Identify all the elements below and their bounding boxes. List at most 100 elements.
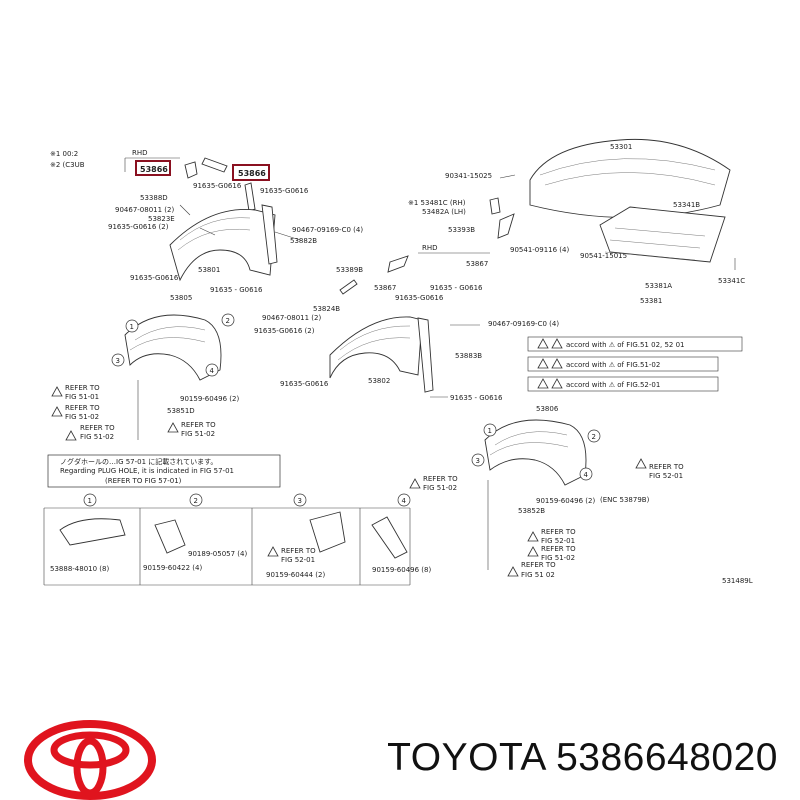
part-53389b: 53389B bbox=[336, 266, 363, 274]
front-fender-lh-shape bbox=[169, 209, 276, 282]
svg-text:2: 2 bbox=[194, 497, 198, 505]
refer-note-7: REFER TO FIG 52-01 bbox=[527, 528, 576, 545]
svg-text:3: 3 bbox=[116, 357, 120, 365]
svg-text:FIG 51 02: FIG 51 02 bbox=[521, 571, 555, 579]
svg-text:(REFER TO FIG 57-01): (REFER TO FIG 57-01) bbox=[105, 477, 182, 485]
svg-text:REFER TO: REFER TO bbox=[80, 424, 115, 432]
svg-text:4: 4 bbox=[210, 367, 215, 375]
fender-liner-strip-shape-2 bbox=[417, 317, 434, 393]
part-rhd-2: RHD bbox=[422, 244, 438, 252]
part-90159-a: 90159-60496 (2) bbox=[180, 395, 239, 403]
part-53882b: 53882B bbox=[290, 237, 317, 245]
callout-2-b: 2 bbox=[587, 429, 601, 443]
part-90541-a: 90541-09116 (4) bbox=[510, 246, 569, 254]
svg-text:FIG 51-02: FIG 51-02 bbox=[65, 413, 99, 421]
svg-text:FIG 52-01: FIG 52-01 bbox=[281, 556, 315, 564]
hood-shape bbox=[529, 138, 731, 218]
refer-note-9: REFER TO FIG 51-02 bbox=[527, 545, 576, 562]
svg-text:REFER TO: REFER TO bbox=[423, 475, 458, 483]
svg-text:REFER TO: REFER TO bbox=[541, 528, 576, 536]
accord-note-1-text: accord with ⚠ of FIG.51 02, 52 01 bbox=[566, 341, 685, 349]
front-fender-rh-shape bbox=[329, 316, 423, 379]
part-90541-b: 90541-15015 bbox=[580, 252, 627, 260]
refer-note-3: REFER TO FIG 51-02 bbox=[65, 424, 115, 441]
hinge-shape bbox=[489, 197, 501, 215]
part-53823e: 53823E bbox=[148, 215, 175, 223]
brand-part-number: TOYOTA 5386648020 bbox=[387, 736, 778, 779]
svg-text:FIG 51-02: FIG 51-02 bbox=[181, 430, 215, 438]
accord-note-2-text: accord with ⚠ of FIG.51-02 bbox=[566, 361, 660, 369]
figure-id: 531489L bbox=[722, 577, 753, 585]
part-53888: 53888-48010 (8) bbox=[50, 565, 109, 573]
svg-text:4: 4 bbox=[584, 471, 589, 479]
part-90159-d: 90159-60444 (2) bbox=[266, 571, 325, 579]
part-53341b: 53341B bbox=[673, 201, 700, 209]
seal-strip-shape bbox=[201, 157, 228, 173]
part-53852b: 53852B bbox=[518, 507, 545, 515]
toyota-logo-icon bbox=[24, 720, 156, 800]
refer-note-6: REFER TO FIG 52-01 bbox=[635, 458, 684, 480]
svg-text:FIG 51-01: FIG 51-01 bbox=[65, 393, 99, 401]
hood-insulator-shape bbox=[599, 206, 726, 263]
fender-liner-strip-shape bbox=[261, 204, 278, 265]
part-90467-c: 90467-08011 (2) bbox=[262, 314, 321, 322]
part-53341c: 53341C bbox=[718, 277, 745, 285]
svg-text:1: 1 bbox=[488, 427, 492, 435]
legend-line1: ※1 00:2 bbox=[50, 150, 78, 158]
svg-text:1: 1 bbox=[88, 497, 92, 505]
bracket-shape bbox=[184, 161, 198, 179]
part-91635-a: 91635-G0616 (2) bbox=[108, 223, 169, 231]
part-53381a: 53381A bbox=[645, 282, 672, 290]
svg-text:FIG 52-01: FIG 52-01 bbox=[541, 537, 575, 545]
part-53801: 53801 bbox=[198, 266, 220, 274]
part-90159-b: 90159-60496 (2) bbox=[536, 497, 595, 505]
part-91635-g-label: 91635-G0616 bbox=[395, 294, 444, 302]
refer-note-8: REFER TO FIG 52-01 bbox=[267, 546, 316, 564]
part-90159-c: 90159-60422 (4) bbox=[143, 564, 202, 572]
part-91635-i: 91635 - G0616 bbox=[450, 394, 503, 402]
refer-note-4: REFER TO FIG 51-02 bbox=[167, 421, 216, 438]
svg-text:Regarding PLUG HOLE, it is ind: Regarding PLUG HOLE, it is indicated in … bbox=[60, 467, 234, 475]
part-91635-d: 91635-G0616 bbox=[130, 274, 179, 282]
svg-text:REFER TO: REFER TO bbox=[181, 421, 216, 429]
part-91635-g: 91635-G0616 (2) bbox=[254, 327, 315, 335]
svg-text:4: 4 bbox=[402, 497, 407, 505]
legend-line2: ※2 (C3UB bbox=[50, 161, 85, 169]
callout-4-b: 4 bbox=[579, 467, 593, 481]
svg-text:3: 3 bbox=[476, 457, 480, 465]
part-53805: 53805 bbox=[170, 294, 192, 302]
part-90341-a: 90341-15025 bbox=[445, 172, 492, 180]
part-91635-b: 91635-G0616 bbox=[193, 182, 242, 190]
callout-4-a: 4 bbox=[205, 363, 219, 377]
part-53866-a: 53866 bbox=[140, 165, 168, 174]
refer-note-10: REFER TO FIG 51 02 bbox=[507, 561, 556, 579]
svg-text:FIG 51-02: FIG 51-02 bbox=[80, 433, 114, 441]
svg-text:REFER TO: REFER TO bbox=[541, 545, 576, 553]
part-53867: 53867 bbox=[466, 260, 488, 268]
highlight-box-53866-b bbox=[232, 164, 270, 181]
part-53824b: 53824B bbox=[313, 305, 340, 313]
accord-note-1: accord with ⚠ of FIG.51 02, 52 01 bbox=[527, 336, 743, 352]
fender-liner-rh-shape bbox=[484, 419, 587, 486]
svg-text:REFER TO: REFER TO bbox=[281, 547, 316, 555]
part-91635-e: 91635 - G0616 bbox=[210, 286, 263, 294]
part-53393b: 53393B bbox=[448, 226, 475, 234]
highlight-box-53866-a bbox=[135, 160, 171, 176]
part-53883b: 53883B bbox=[455, 352, 482, 360]
seal-strip-shape-2 bbox=[387, 255, 409, 273]
refer-note-1: REFER TO FIG 51-01 bbox=[51, 384, 100, 401]
svg-text:REFER TO: REFER TO bbox=[65, 404, 100, 412]
callout-2-a: 2 bbox=[221, 313, 235, 327]
part-53802: 53802 bbox=[368, 377, 390, 385]
svg-text:FIG 52-01: FIG 52-01 bbox=[649, 472, 683, 480]
part-53867-b: 53867 bbox=[374, 284, 396, 292]
legend-rhd: RHD bbox=[132, 149, 148, 157]
plug-hole-note: ノグダホールの…IG 57-01 に記載されています。 Regarding PL… bbox=[47, 454, 281, 488]
svg-text:2: 2 bbox=[226, 317, 230, 325]
accord-note-3-text: accord with ⚠ of FIG.52-01 bbox=[566, 381, 660, 389]
part-53301: 53301 bbox=[610, 143, 632, 151]
accord-note-3: accord with ⚠ of FIG.52-01 bbox=[527, 376, 719, 392]
svg-text:REFER TO: REFER TO bbox=[649, 463, 684, 471]
part-91635-h: 91635-G0616 bbox=[280, 380, 329, 388]
refer-note-5: REFER TO FIG 51-02 bbox=[409, 475, 458, 492]
